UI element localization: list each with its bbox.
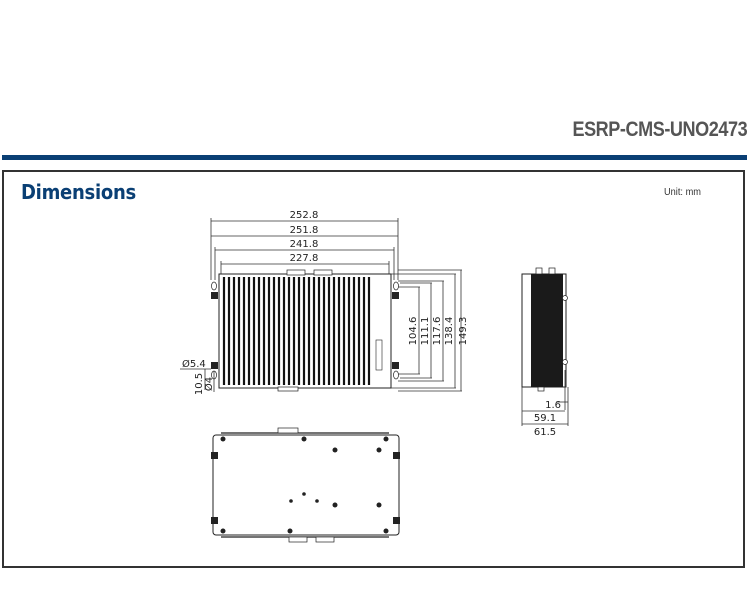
side-dim-3: 61.5 bbox=[534, 427, 556, 438]
dimensions-frame bbox=[2, 170, 745, 568]
height-dim-3: 117.6 bbox=[432, 317, 443, 346]
width-dim-4: 227.8 bbox=[290, 253, 319, 264]
model-title: ESRP-CMS-UNO2473 bbox=[572, 118, 747, 141]
unit-label: Unit: mm bbox=[664, 186, 701, 198]
slot-offset: 10.5 bbox=[194, 373, 205, 395]
section-title: Dimensions bbox=[21, 180, 136, 204]
bottom-view bbox=[211, 427, 400, 543]
height-dim-1: 104.6 bbox=[408, 317, 419, 346]
height-dim-2: 111.1 bbox=[420, 317, 431, 346]
header-divider bbox=[2, 155, 747, 160]
side-view bbox=[521, 267, 569, 426]
width-dim-1: 252.8 bbox=[290, 210, 319, 221]
width-dim-3: 241.8 bbox=[290, 239, 319, 250]
front-view bbox=[211, 269, 399, 392]
slot-width: Ø4 bbox=[203, 377, 215, 391]
height-dim-4: 138.4 bbox=[444, 317, 455, 346]
width-dim-2: 251.8 bbox=[290, 225, 319, 236]
height-dim-5: 149.3 bbox=[458, 317, 469, 346]
side-dim-2: 59.1 bbox=[534, 413, 556, 424]
hole-diameter: Ø5.4 bbox=[182, 358, 206, 370]
side-dim-1: 1.6 bbox=[545, 400, 561, 411]
